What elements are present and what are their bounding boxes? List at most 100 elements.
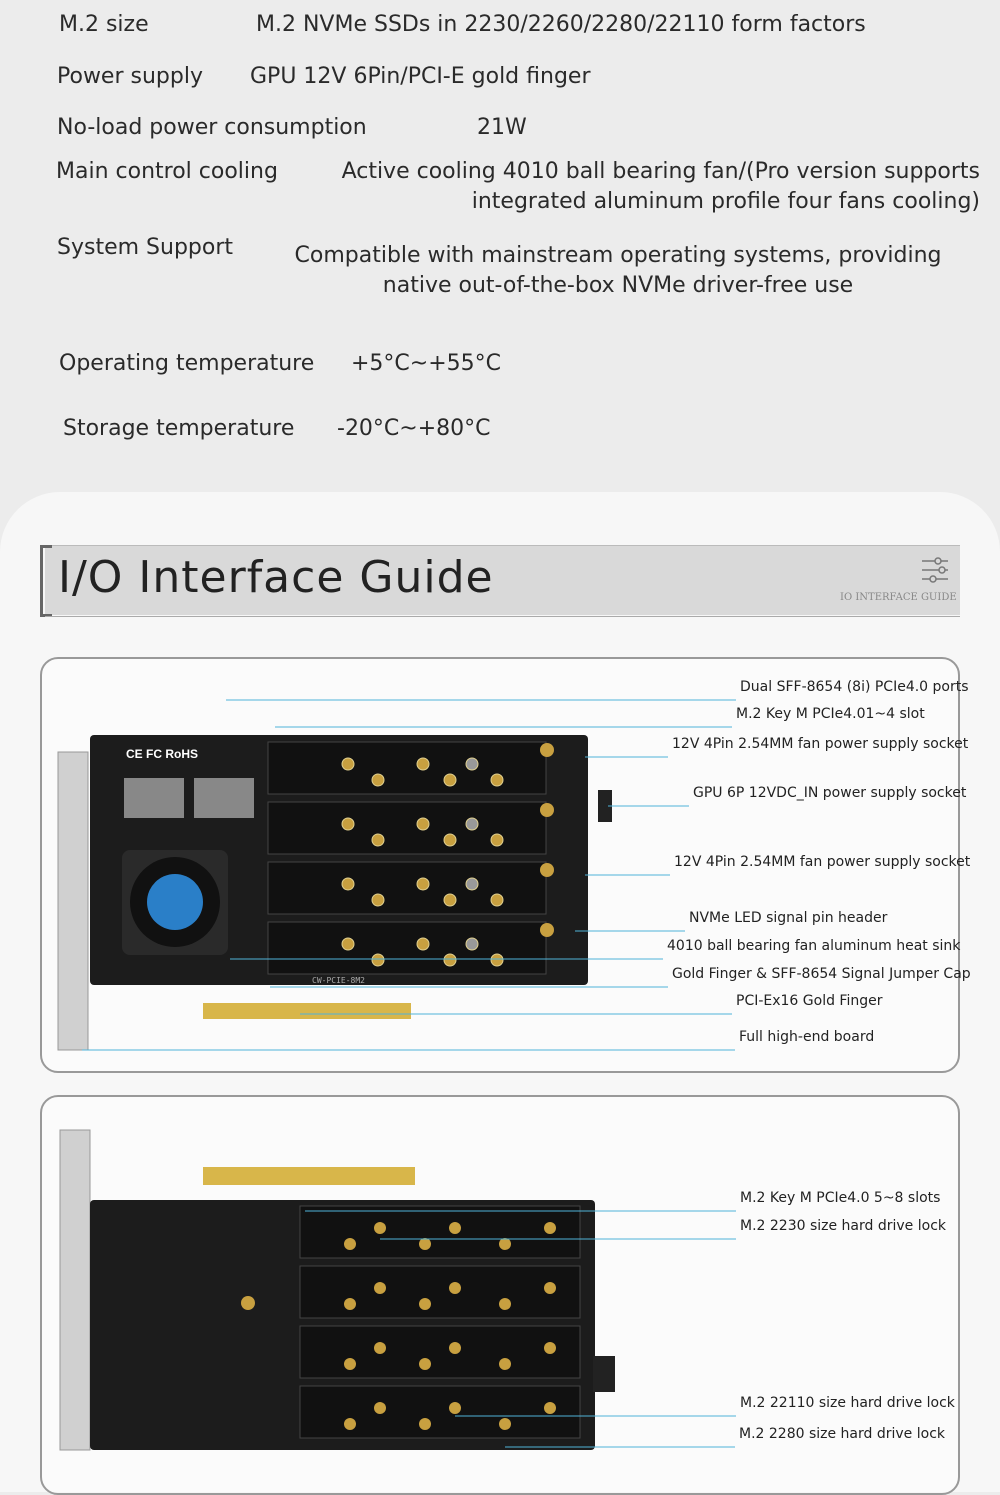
standoff xyxy=(540,743,554,757)
standoff xyxy=(419,1418,431,1430)
certification-marks: CE FC RoHS xyxy=(126,747,198,761)
callout-label: 4010 ball bearing fan aluminum heat sink xyxy=(667,938,961,954)
bracket xyxy=(59,1129,91,1451)
board-illustrations: CE FC RoHS CW-PCIE-8M2 xyxy=(57,699,736,1451)
standoff xyxy=(443,893,457,907)
standoff xyxy=(499,1298,511,1310)
standoff xyxy=(490,893,504,907)
standoff xyxy=(490,953,504,967)
standoff xyxy=(540,923,554,937)
standoff xyxy=(544,1282,556,1294)
spec-value: GPU 12V 6Pin/PCI-E gold finger xyxy=(250,64,591,89)
gold-finger xyxy=(203,1003,411,1019)
standoff xyxy=(416,757,430,771)
callout-label: M.2 22110 size hard drive lock xyxy=(740,1395,955,1411)
callout-label: Full high-end board xyxy=(739,1029,875,1045)
standoff xyxy=(374,1402,386,1414)
standoff xyxy=(419,1358,431,1370)
m2-slot xyxy=(299,1385,581,1439)
standoff xyxy=(371,833,385,847)
sff8654-port xyxy=(124,778,184,818)
m2-slot xyxy=(267,801,547,855)
standoff xyxy=(465,757,479,771)
standoff xyxy=(341,757,355,771)
callout-label: GPU 6P 12VDC_IN power supply socket xyxy=(693,785,967,801)
standoff xyxy=(416,817,430,831)
standoff xyxy=(341,817,355,831)
standoff xyxy=(544,1342,556,1354)
callout-label: M.2 2230 size hard drive lock xyxy=(740,1218,947,1234)
standoff xyxy=(241,1296,255,1310)
standoff xyxy=(341,877,355,891)
callout-label: M.2 Key M PCIe4.01~4 slot xyxy=(736,706,925,722)
standoff xyxy=(419,1238,431,1250)
spec-label: Power supply xyxy=(57,64,203,89)
standoff xyxy=(465,937,479,951)
standoff xyxy=(544,1402,556,1414)
callout-label: M.2 Key M PCIe4.0 5~8 slots xyxy=(740,1190,941,1206)
standoff xyxy=(465,877,479,891)
callout-label: 12V 4Pin 2.54MM fan power supply socket xyxy=(672,736,969,752)
standoff xyxy=(416,877,430,891)
standoff xyxy=(449,1282,461,1294)
spec-value: +5°C~+55°C xyxy=(351,351,502,376)
standoff xyxy=(449,1402,461,1414)
sff8654-port xyxy=(194,778,254,818)
standoff xyxy=(344,1238,356,1250)
standoff xyxy=(499,1418,511,1430)
gpu-power-socket xyxy=(598,790,612,822)
divider xyxy=(45,616,960,617)
standoff xyxy=(443,773,457,787)
spec-label: M.2 size xyxy=(59,12,149,37)
spec-value: 21W xyxy=(477,115,527,140)
standoff xyxy=(499,1238,511,1250)
standoff xyxy=(490,773,504,787)
standoff xyxy=(443,833,457,847)
standoff xyxy=(449,1222,461,1234)
standoff xyxy=(374,1342,386,1354)
m2-slot xyxy=(299,1325,581,1379)
standoff xyxy=(449,1342,461,1354)
standoff xyxy=(443,953,457,967)
spec-label: Operating temperature xyxy=(59,351,315,376)
spec-label: Main control cooling xyxy=(56,159,278,184)
spec-label: No-load power consumption xyxy=(57,115,367,140)
m2-slot xyxy=(267,861,547,915)
spec-label: System Support xyxy=(57,235,233,260)
fan-hub xyxy=(147,874,203,930)
standoff xyxy=(499,1358,511,1370)
m2-slot xyxy=(267,741,547,795)
callout-label: 12V 4Pin 2.54MM fan power supply socket xyxy=(674,854,971,870)
model-label: CW-PCIE-8M2 xyxy=(312,976,365,985)
m2-slot xyxy=(267,921,547,975)
standoff xyxy=(374,1222,386,1234)
spec-value: integrated aluminum profile four fans co… xyxy=(471,189,980,214)
standoff xyxy=(371,893,385,907)
bracket xyxy=(57,751,89,1051)
section-subtitle: IO INTERFACE GUIDE xyxy=(840,592,957,603)
callout-label: PCI-Ex16 Gold Finger xyxy=(736,993,883,1009)
m2-slot xyxy=(299,1265,581,1319)
m2-slot xyxy=(299,1205,581,1259)
standoff xyxy=(341,937,355,951)
standoff xyxy=(540,863,554,877)
spec-value: -20°C~+80°C xyxy=(337,416,491,441)
spec-value: native out-of-the-box NVMe driver-free u… xyxy=(382,273,854,298)
header-band xyxy=(45,545,960,615)
spec-label: Storage temperature xyxy=(63,416,295,441)
spec-value: M.2 NVMe SSDs in 2230/2260/2280/22110 fo… xyxy=(256,12,866,37)
callout-label: NVMe LED signal pin header xyxy=(689,910,888,926)
section-title: I/O Interface Guide xyxy=(58,552,494,603)
header-bracket xyxy=(40,545,52,617)
callout-label: Dual SFF-8654 (8i) PCIe4.0 ports xyxy=(740,679,969,695)
standoff xyxy=(374,1282,386,1294)
connector xyxy=(593,1356,615,1392)
spec-value: Active cooling 4010 ball bearing fan/(Pr… xyxy=(341,159,980,184)
spec-value: Compatible with mainstream operating sys… xyxy=(294,243,942,268)
standoff xyxy=(344,1358,356,1370)
standoff xyxy=(344,1418,356,1430)
callout-label: M.2 2280 size hard drive lock xyxy=(739,1426,946,1442)
standoff xyxy=(490,833,504,847)
sliders-icon xyxy=(922,557,948,583)
callout-label: Gold Finger & SFF-8654 Signal Jumper Cap xyxy=(672,966,971,982)
